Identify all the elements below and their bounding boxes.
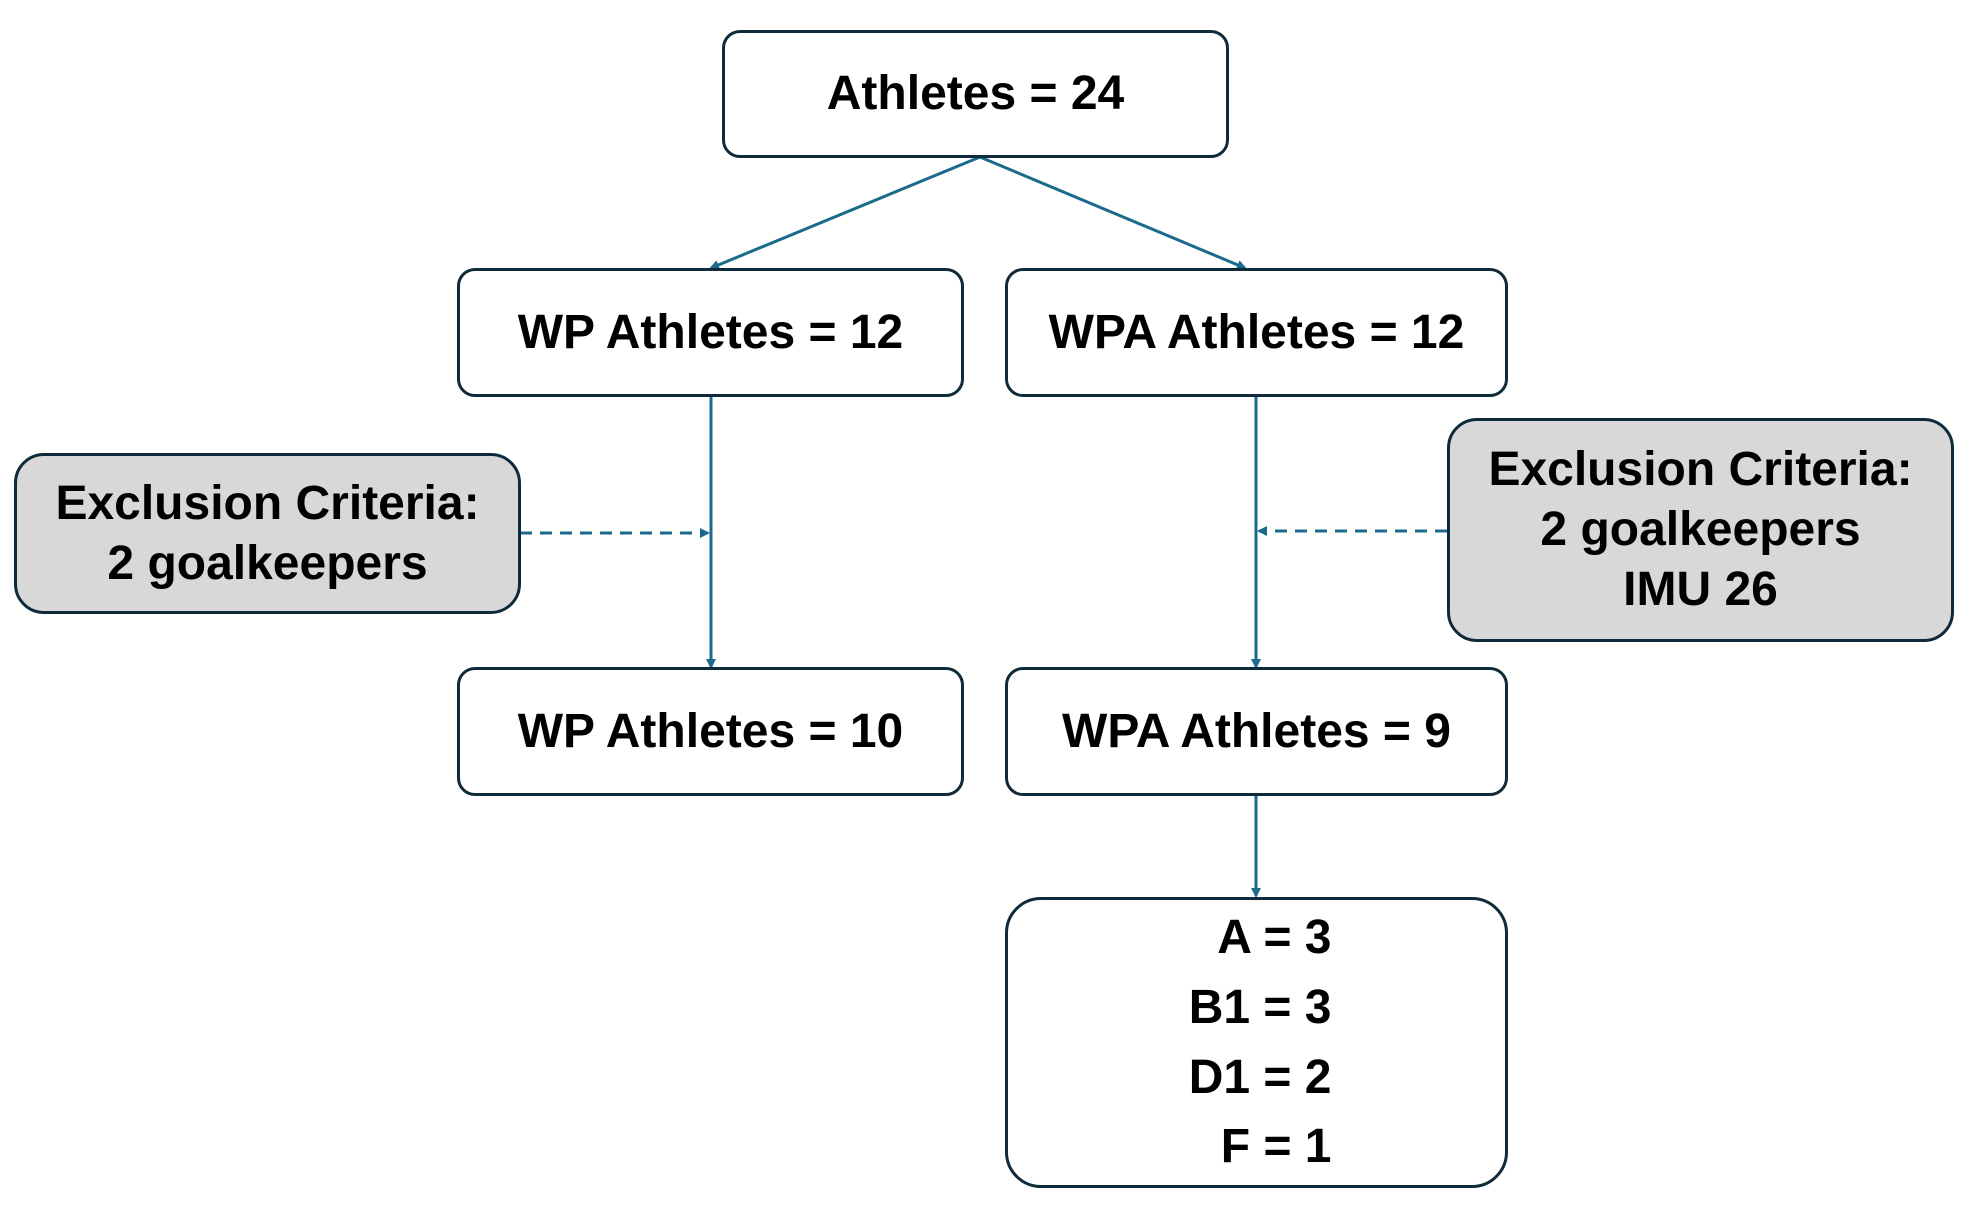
- node-wp-initial: WP Athletes = 12: [457, 268, 964, 397]
- node-wpa-exclusion-line: 2 goalkeepers: [1540, 503, 1861, 556]
- node-wpa-initial-label: WPA Athletes = 12: [1048, 305, 1465, 359]
- edge-root-to-wp: [709, 155, 981, 270]
- node-wp-final-label: WP Athletes = 10: [517, 704, 904, 758]
- node-wp-exclusion-title: Exclusion Criteria:: [55, 476, 480, 530]
- node-wp-initial-label: WP Athletes = 12: [517, 305, 904, 359]
- class-count-line: B1 = 3: [1188, 980, 1332, 1034]
- node-wpa-classes: A = 3 B1 = 3 D1 = 2 F = 1: [1005, 897, 1508, 1188]
- node-wpa-final: WPA Athletes = 9: [1005, 667, 1508, 796]
- node-root: Athletes = 24: [722, 30, 1229, 158]
- node-root-label: Athletes = 24: [826, 67, 1125, 120]
- node-wp-exclusion-line: 2 goalkeepers: [107, 536, 428, 590]
- node-wpa-final-label: WPA Athletes = 9: [1062, 704, 1451, 758]
- node-wpa-exclusion: Exclusion Criteria: 2 goalkeepers IMU 26: [1447, 418, 1954, 642]
- node-wpa-exclusion-title: Exclusion Criteria:: [1488, 443, 1913, 496]
- class-count-line: A = 3: [1217, 911, 1332, 965]
- edge-root-to-wpa: [979, 155, 1247, 270]
- class-count-line: F = 1: [1220, 1120, 1332, 1174]
- node-wp-final: WP Athletes = 10: [457, 667, 964, 796]
- class-count-line: D1 = 2: [1188, 1050, 1332, 1104]
- node-wp-exclusion: Exclusion Criteria: 2 goalkeepers: [14, 453, 521, 614]
- node-wpa-initial: WPA Athletes = 12: [1005, 268, 1508, 397]
- node-wpa-exclusion-line: IMU 26: [1623, 563, 1778, 616]
